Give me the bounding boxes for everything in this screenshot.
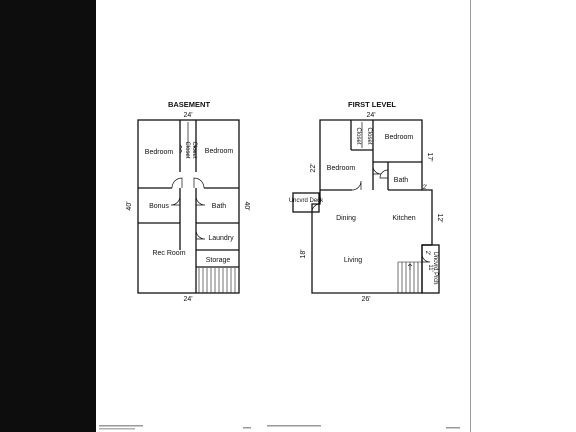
margin-area [471,0,576,432]
closet-door-symbol [179,144,197,154]
basement-title: BASEMENT [168,100,211,109]
kitchen-label: Kitchen [392,215,415,222]
basement-bonus-label: Bonus [149,203,169,210]
living-label: Living [344,257,362,264]
first-bath-label: Bath [394,177,409,184]
basement-closet-b-label: Closet [191,141,197,158]
first-level-stairs [397,261,422,293]
dining-label: Dining [336,215,356,222]
basement-dim-right: 40' [243,201,250,210]
door-swing [421,253,431,263]
door-swing [195,229,206,240]
first-level-dim-top: 24' [366,112,375,119]
first-closet-a-label: Closet [355,127,361,144]
basement-closet-a-label: Closet [184,141,190,158]
basement-outer-wall [137,119,240,294]
basement-stairs [198,268,236,293]
dim-12: 12' [436,213,443,222]
dim-2-upper: 2' [423,185,427,191]
footer-marks [99,425,460,430]
basement-rec-room-label: Rec Room [152,250,185,257]
door-swing [170,195,181,206]
first-closet-b-label: Closet [366,127,372,144]
door-swing [195,195,206,206]
deck-label: Uncvrd Deck [289,198,324,204]
drawing-sheet [96,0,470,432]
basement-storage-label: Storage [206,257,231,264]
sheet-edge [470,0,471,432]
door-swing [372,165,382,175]
first-bedroom-left-label: Bedroom [327,165,356,172]
door-swing [193,177,205,189]
deck-outline [292,192,320,213]
dim-17: 17' [426,152,433,161]
basement-bedroom-right-label: Bedroom [205,148,234,155]
basement-laundry-label: Laundry [208,235,234,242]
basement-bath-label: Bath [212,203,227,210]
dim-18: 18' [300,249,307,258]
first-level-dim-bottom: 26' [361,296,370,303]
porch-label: Uncvrd Prch [432,251,438,284]
dim-2-lower: 2' [424,251,430,255]
basement-dim-left: 40' [126,201,133,210]
basement-dim-bottom: 24' [183,296,192,303]
first-bedroom-top-label: Bedroom [385,134,414,141]
basement-plan: BASEMENT 24' Closet Closet [126,100,250,303]
basement-bedroom-left-label: Bedroom [145,149,174,156]
door-swing [351,180,362,191]
door-swing [311,203,321,213]
door-swing [379,169,389,179]
first-level-plan: FIRST LEVEL 24' Closet Closet [289,100,443,303]
first-level-title: FIRST LEVEL [348,100,396,109]
dim-22: 22' [310,163,317,172]
dim-11: 11' [427,264,433,271]
door-swing [171,177,183,189]
basement-dim-top: 24' [183,112,192,119]
